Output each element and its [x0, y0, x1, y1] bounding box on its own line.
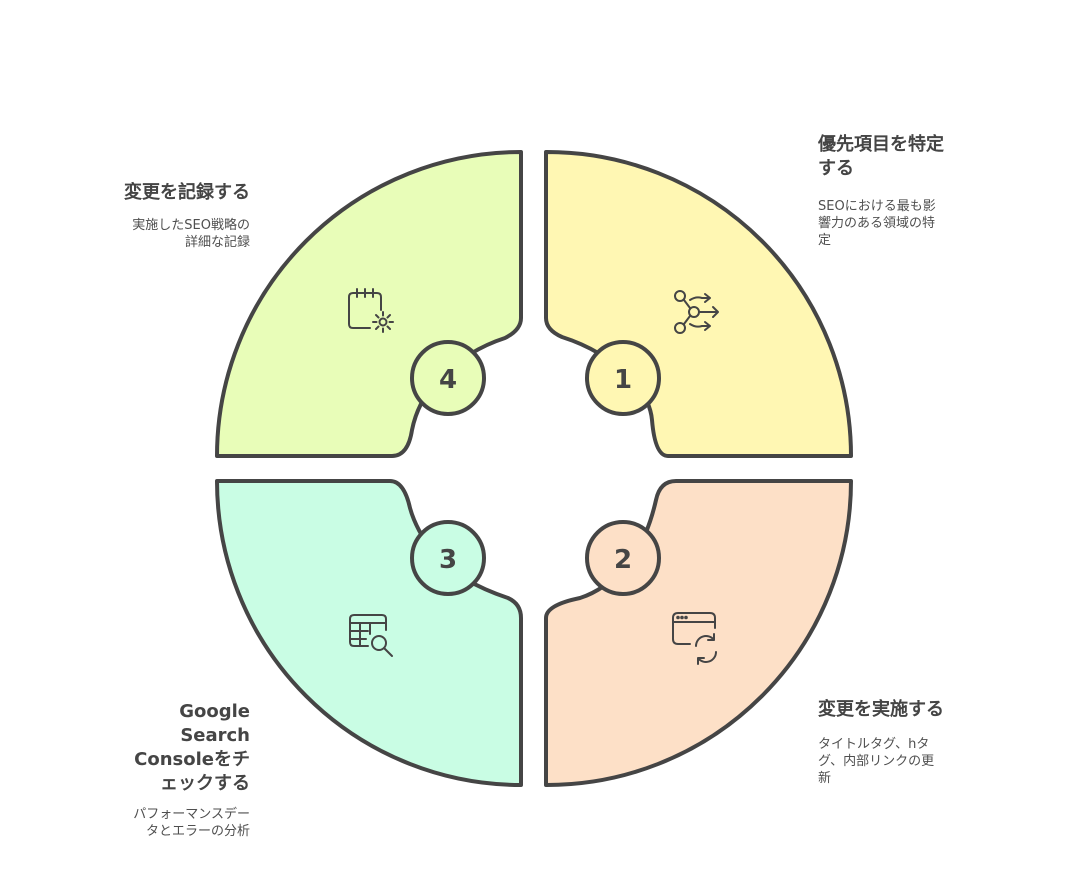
segment-4[interactable]: [215, 150, 523, 458]
step-3-title: Google Search Consoleをチ ェックする: [134, 701, 250, 794]
segment-1[interactable]: [544, 149, 853, 458]
badge-number: 3: [439, 545, 457, 575]
badge-number: 4: [439, 365, 457, 395]
step-2-description: タイトルタグ、hタ グ、内部リンクの更 新: [818, 737, 935, 786]
step-4-description: 実施したSEO戦略の 詳細な記録: [132, 218, 250, 250]
badge-1[interactable]: 1: [585, 340, 661, 416]
step-1-title: 優先項目を特定 する: [818, 134, 944, 179]
step-3-description: パフォーマンスデー タとエラーの分析: [133, 807, 250, 839]
step-1-description: SEOにおける最も影 響力のある領域の特 定: [818, 199, 936, 248]
notepad-gear-icon: [348, 288, 394, 333]
browser-refresh-icon: [672, 612, 717, 665]
badge-2[interactable]: 2: [585, 520, 661, 596]
segment-2[interactable]: [544, 479, 853, 788]
badge-number: 2: [614, 545, 632, 575]
step-2-title: 変更を実施する: [818, 699, 944, 720]
badge-number: 1: [614, 365, 632, 395]
badge-4[interactable]: 4: [410, 340, 486, 416]
branching-arrows-icon: [674, 290, 719, 334]
table-search-icon: [349, 614, 393, 657]
badge-3[interactable]: 3: [410, 520, 486, 596]
step-4-title: 変更を記録する: [124, 182, 250, 203]
